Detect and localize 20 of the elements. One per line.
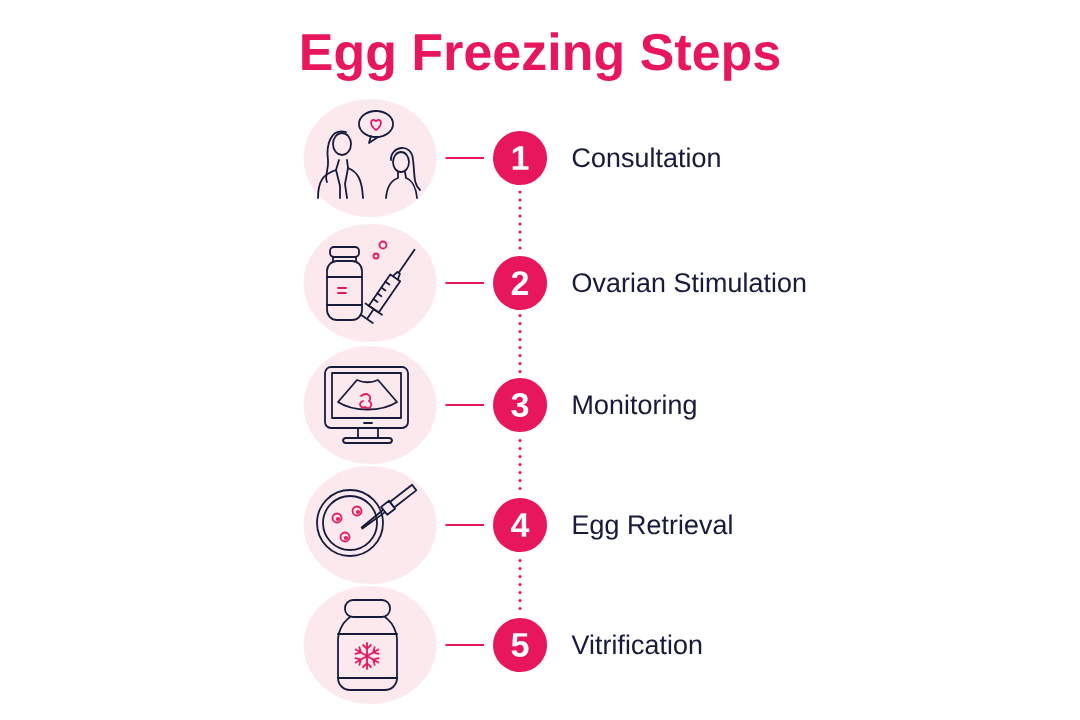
- connector-line: [444, 282, 485, 284]
- dotted-connector-line: [518, 313, 522, 375]
- step-label: Ovarian Stimulation: [572, 272, 806, 293]
- step-label: Consultation: [572, 147, 720, 168]
- step-label: Vitrification: [571, 634, 702, 655]
- two-women-talking-icon: [303, 99, 437, 217]
- step-label: Egg Retrieval: [573, 514, 732, 540]
- vial-and-syringe-icon: [303, 224, 437, 342]
- connector-line: [444, 404, 485, 406]
- title: Egg Freezing Steps: [302, 32, 780, 81]
- connector-line: [444, 644, 485, 646]
- dotted-connector-line: [518, 190, 522, 251]
- ultrasound-monitor-icon: [303, 346, 437, 464]
- step-label: Monitoring: [573, 394, 696, 420]
- connector-line: [444, 524, 485, 526]
- petri-dish-pipette-icon: [303, 466, 437, 584]
- dotted-connector-line: [518, 438, 522, 492]
- snowflake-jar-icon: [303, 586, 437, 704]
- dotted-connector-line: [518, 558, 522, 612]
- connector-line: [444, 157, 485, 159]
